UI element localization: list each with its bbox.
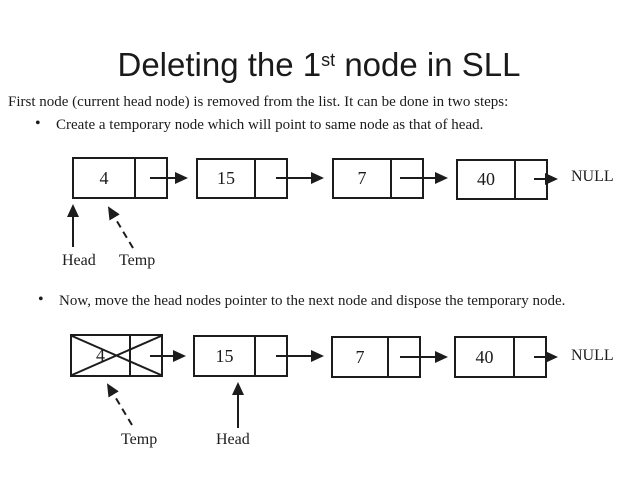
- title-suffix: node in SLL: [335, 46, 521, 83]
- deleted-list-node-1: 4: [70, 334, 163, 377]
- null-label: NULL: [571, 347, 614, 364]
- node-data-cell: 7: [333, 338, 389, 376]
- temp-label: Temp: [119, 252, 156, 269]
- temp-label: Temp: [121, 431, 158, 448]
- node-pointer-cell: [131, 336, 161, 375]
- node-pointer-cell: [256, 160, 286, 197]
- list-node-4: 40: [454, 336, 547, 378]
- bullet-dot: •: [35, 115, 41, 132]
- bullet-item-1: • Create a temporary node which will poi…: [35, 115, 484, 134]
- slide-title: Deleting the 1st node in SLL: [0, 46, 638, 84]
- head-label: Head: [62, 252, 96, 269]
- node-pointer-cell: [256, 337, 286, 375]
- node-data-cell: 15: [198, 160, 256, 197]
- node-data-cell: 4: [74, 159, 136, 197]
- title-superscript: st: [321, 50, 336, 70]
- node-pointer-cell: [392, 160, 422, 197]
- head-label: Head: [216, 431, 250, 448]
- title-prefix: Deleting the 1: [117, 46, 322, 83]
- null-label: NULL: [571, 168, 614, 185]
- node-pointer-cell: [515, 338, 545, 376]
- node-pointer-cell: [389, 338, 419, 376]
- list-node-2: 15: [196, 158, 288, 199]
- list-node-1: 4: [72, 157, 168, 199]
- list-node-2: 15: [193, 335, 288, 377]
- list-node-3: 7: [332, 158, 424, 199]
- node-pointer-cell: [516, 161, 546, 198]
- node-data-cell: 7: [334, 160, 392, 197]
- temp-arrow: [107, 206, 134, 249]
- bullet-dot: •: [38, 291, 44, 308]
- bullet-text-2: Now, move the head nodes pointer to the …: [59, 293, 566, 309]
- node-data-cell: 40: [458, 161, 516, 198]
- bullet-item-2: • Now, move the head nodes pointer to th…: [38, 291, 566, 310]
- node-data-cell: 40: [456, 338, 515, 376]
- node-pointer-cell: [136, 159, 166, 197]
- list-node-3: 7: [331, 336, 421, 378]
- intro-text: First node (current head node) is remove…: [8, 94, 509, 110]
- node-data-cell: 4: [72, 336, 131, 375]
- bullet-text-1: Create a temporary node which will point…: [56, 117, 484, 133]
- temp-arrow: [106, 383, 133, 426]
- list-node-4: 40: [456, 159, 548, 200]
- node-data-cell: 15: [195, 337, 256, 375]
